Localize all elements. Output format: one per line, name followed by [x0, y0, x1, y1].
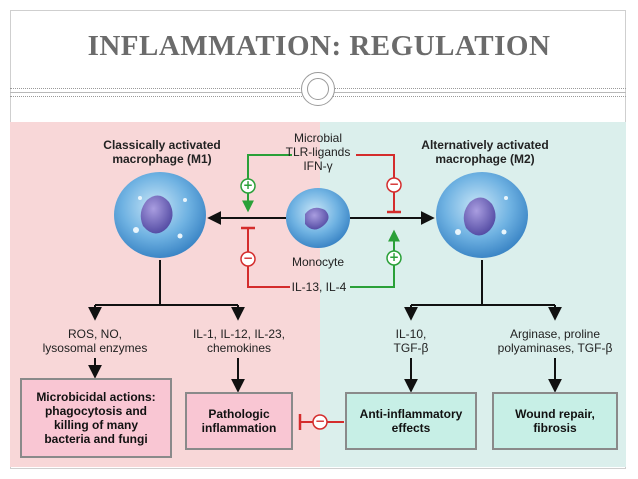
- minus-sign: −: [314, 414, 326, 428]
- m1-macrophage-cell: [114, 172, 206, 258]
- monocyte-label: Monocyte: [291, 255, 345, 269]
- wound-repair-box: Wound repair, fibrosis: [492, 392, 618, 450]
- minus-icon: [312, 414, 328, 430]
- stimuli-top-label: Microbial TLR-ligands IFN-γ: [285, 131, 351, 173]
- m1-products-b: IL-1, IL-12, IL-23, chemokines: [192, 327, 286, 355]
- m2-macrophage-cell: [436, 172, 528, 258]
- anti-inflammatory-box: Anti-inflammatory effects: [345, 392, 477, 450]
- plus-icon: [386, 250, 402, 266]
- monocyte-cell: [286, 188, 350, 248]
- inhibit-m1-line: [247, 228, 290, 288]
- minus-sign: −: [242, 251, 254, 265]
- microbicidal-box: Microbicidal actions: phagocytosis and k…: [20, 378, 172, 458]
- plus-icon: [240, 178, 256, 194]
- plus-sign: +: [242, 178, 254, 192]
- inhibit-m2-line: [356, 154, 395, 212]
- stimuli-bottom-label: IL-13, IL-4: [291, 280, 347, 294]
- minus-icon: [386, 177, 402, 193]
- pathologic-inflammation-box: Pathologic inflammation: [185, 392, 293, 450]
- m2-title: Alternatively activated macrophage (M2): [421, 138, 549, 166]
- m2-products-b: Arginase, proline polyaminases, TGF-β: [497, 327, 613, 355]
- m1-products-a: ROS, NO, lysosomal enzymes: [42, 327, 148, 355]
- minus-icon: [240, 251, 256, 267]
- minus-sign: −: [388, 177, 400, 191]
- slide-title: INFLAMMATION: REGULATION: [87, 30, 551, 62]
- circle-ornament-icon: [301, 72, 335, 106]
- plus-sign: +: [388, 250, 400, 264]
- m2-products-a: IL-10, TGF-β: [393, 327, 429, 355]
- m1-title: Classically activated macrophage (M1): [103, 138, 221, 166]
